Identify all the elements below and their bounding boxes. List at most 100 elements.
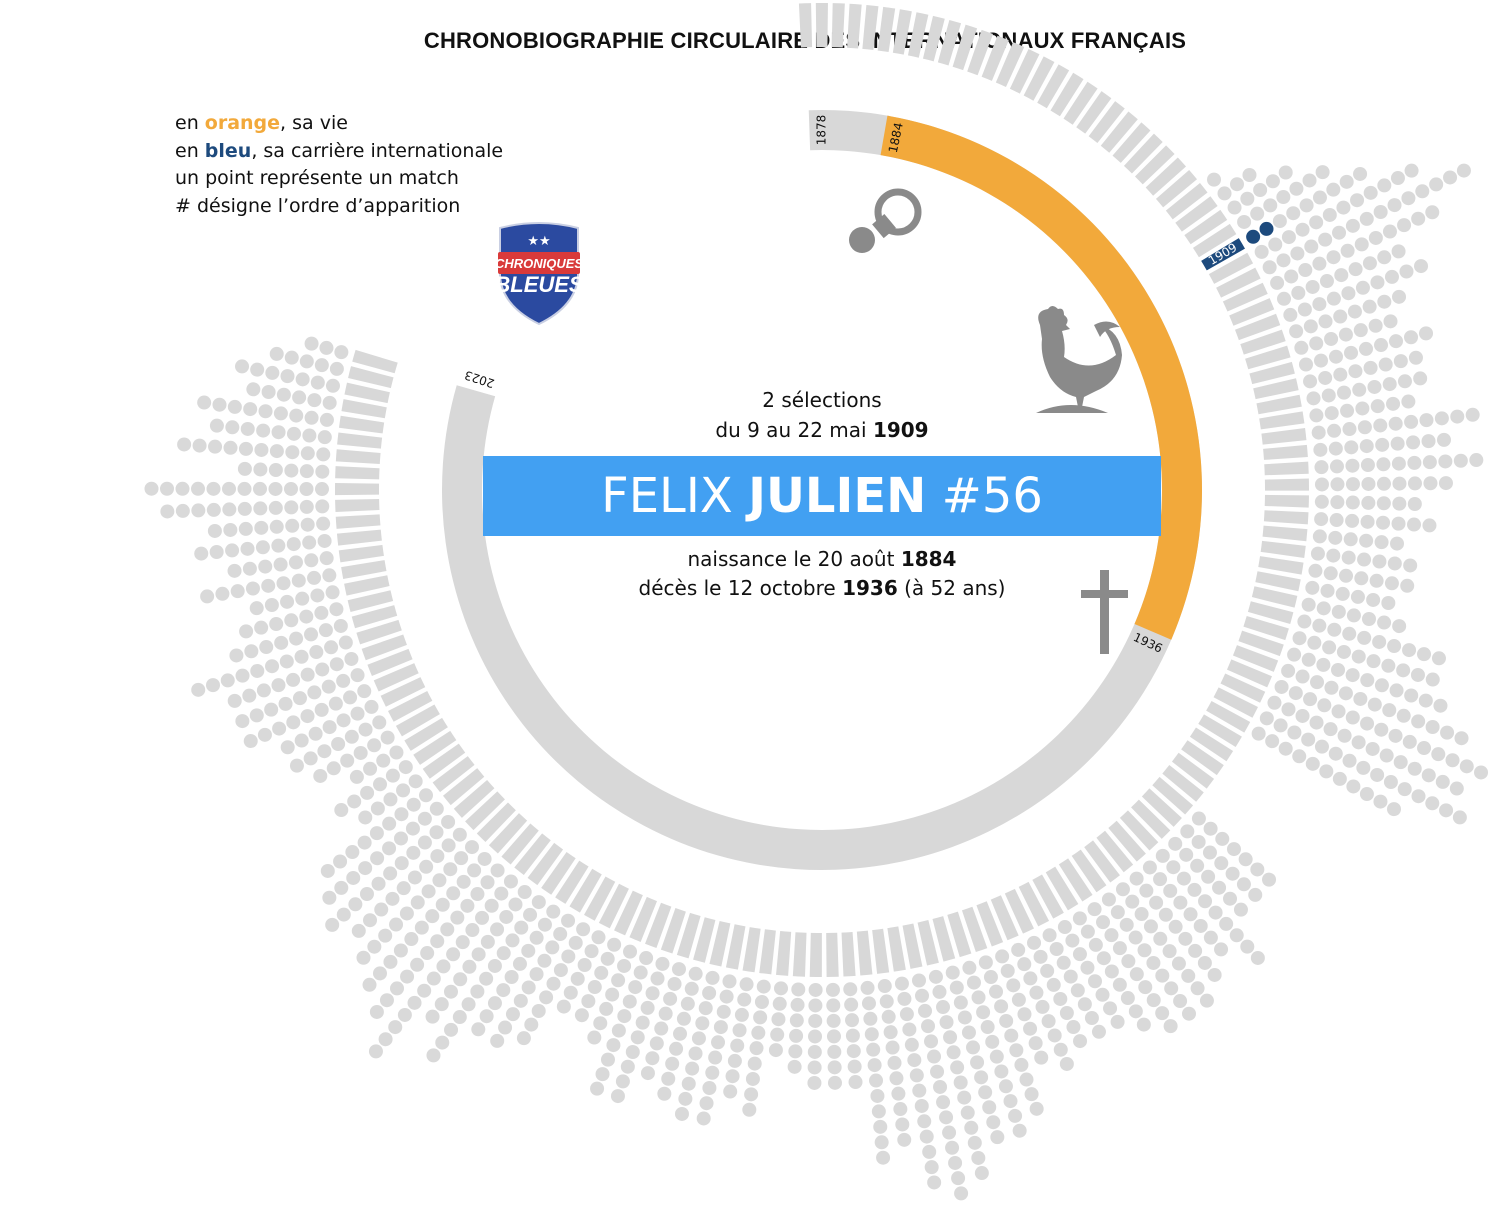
match-dot [635, 1015, 650, 1030]
match-dot [1313, 442, 1328, 457]
match-dot [1396, 708, 1411, 723]
match-dot [1240, 939, 1255, 954]
match-dot [1390, 171, 1405, 186]
match-dot [1029, 985, 1044, 1000]
match-dot [1376, 476, 1391, 491]
match-dot [223, 440, 238, 455]
match-dot [389, 745, 404, 760]
match-dot [344, 651, 359, 666]
match-dot [1229, 928, 1244, 943]
match-dot [1353, 323, 1368, 338]
match-dot [363, 913, 378, 928]
match-dot [504, 970, 519, 985]
match-dot [594, 965, 609, 980]
match-dot [400, 969, 415, 984]
match-dot [443, 862, 458, 877]
match-dot [1297, 302, 1312, 317]
match-dot [1374, 722, 1389, 737]
match-dot [826, 1029, 841, 1044]
match-dot [1319, 274, 1334, 289]
match-dot [246, 382, 261, 397]
rooster-icon [1036, 306, 1122, 413]
match-dot [521, 980, 536, 995]
match-dot [467, 863, 482, 878]
match-dot [846, 1044, 861, 1059]
match-dot [1384, 576, 1399, 591]
match-dot [499, 909, 514, 924]
match-dot [1270, 275, 1285, 290]
match-dot [516, 1031, 531, 1046]
match-dot [999, 1013, 1014, 1028]
match-dot [529, 930, 544, 945]
match-dot [1345, 513, 1360, 528]
year-bar [990, 895, 1019, 941]
year-bar [344, 575, 390, 596]
match-dot [436, 959, 451, 974]
match-dot [503, 874, 518, 889]
match-dot [1305, 279, 1320, 294]
match-dot [1214, 942, 1229, 957]
caps-count: 2 sélections [762, 388, 882, 412]
match-dot [284, 500, 299, 515]
match-dot [1368, 318, 1383, 333]
match-dot [966, 975, 981, 990]
year-bar [1134, 145, 1175, 185]
match-dot [1318, 232, 1333, 247]
match-dot [1314, 512, 1329, 527]
match-dot [954, 1186, 969, 1201]
match-dot [208, 439, 223, 454]
match-dot [425, 909, 440, 924]
match-dot [329, 361, 344, 376]
match-dot [899, 1007, 914, 1022]
match-dot [1342, 753, 1357, 768]
match-dot [1240, 191, 1255, 206]
cross-icon [1081, 570, 1128, 654]
match-dot [930, 1064, 945, 1079]
match-dot [1351, 649, 1366, 664]
match-dot [1336, 200, 1351, 215]
match-dot [235, 668, 250, 683]
match-dot [918, 1003, 933, 1018]
match-dot [1345, 668, 1360, 683]
match-dot [1340, 243, 1355, 258]
match-dot [645, 986, 660, 1001]
year-bar [344, 382, 390, 404]
year-bar [961, 906, 988, 953]
match-dot [1197, 955, 1212, 970]
match-dot [1346, 779, 1361, 794]
match-dot [316, 447, 331, 462]
match-dot [242, 688, 257, 703]
match-dot [490, 1033, 505, 1048]
year-bar [1096, 830, 1134, 873]
match-dot [512, 956, 527, 971]
year-bar [413, 730, 457, 765]
match-dot [1474, 765, 1489, 780]
match-dot [967, 1135, 982, 1150]
match-dot [1393, 354, 1408, 369]
match-dot [280, 369, 295, 384]
match-dot [1465, 407, 1480, 422]
match-dot [617, 958, 632, 973]
match-dot [622, 994, 637, 1009]
career-match-dot [1246, 229, 1261, 244]
match-dot [1321, 388, 1336, 403]
match-dot [1008, 1108, 1023, 1123]
match-dot [225, 543, 240, 558]
match-dot [1363, 185, 1378, 200]
match-dot [1229, 177, 1244, 192]
match-dot [1149, 895, 1164, 910]
match-dot [379, 993, 394, 1008]
match-dot [1033, 949, 1048, 964]
match-dot [1310, 546, 1325, 561]
match-dot [1314, 494, 1329, 509]
match-dot [1376, 457, 1391, 472]
match-dot [1053, 991, 1068, 1006]
match-dot [1431, 747, 1446, 762]
match-dot [513, 993, 528, 1008]
match-dot [1267, 695, 1282, 710]
match-dot [315, 482, 330, 497]
career-match-dot [1259, 221, 1274, 236]
match-dot [1035, 999, 1050, 1014]
match-dot [1238, 852, 1253, 867]
match-dot [1402, 643, 1417, 658]
